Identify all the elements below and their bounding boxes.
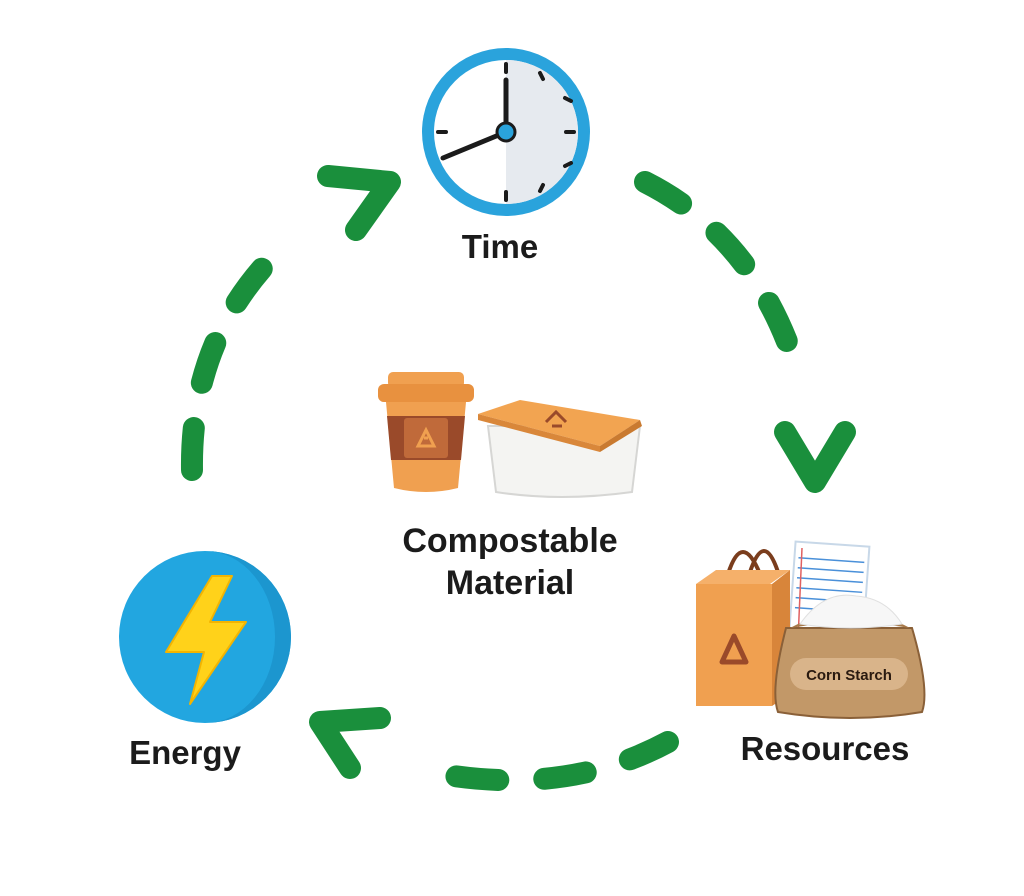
recycle-icon: [415, 426, 437, 448]
compostable-material-label: Compostable Material: [370, 520, 650, 604]
lightning-bolt-icon: [165, 575, 247, 705]
recycle-icon: [719, 633, 749, 665]
cycle-arrows: [180, 165, 856, 792]
center-label-line-2: Material: [445, 564, 575, 602]
time-label: Time: [461, 228, 539, 265]
center-label-line-1: Compostable: [402, 522, 618, 560]
energy-label: Energy: [129, 734, 241, 771]
arrow-resources-to-energy: [409, 731, 679, 792]
compostable-cup-icon: [378, 372, 474, 492]
arrow-head-resources: [774, 421, 856, 493]
corn-starch-sack-icon: Corn Starch: [774, 594, 926, 719]
energy-icon: [119, 551, 291, 723]
sack-label: Corn Starch: [806, 667, 892, 684]
recycle-icon: [544, 409, 568, 428]
compostable-box-icon: [478, 400, 642, 498]
resources-label: Resources: [740, 730, 910, 767]
arrow-energy-to-time: [180, 229, 301, 481]
arrow-head-energy: [309, 707, 391, 779]
clock-icon: [422, 48, 590, 216]
arrow-head-time: [317, 165, 401, 241]
arrow-time-to-resources: [634, 171, 811, 391]
